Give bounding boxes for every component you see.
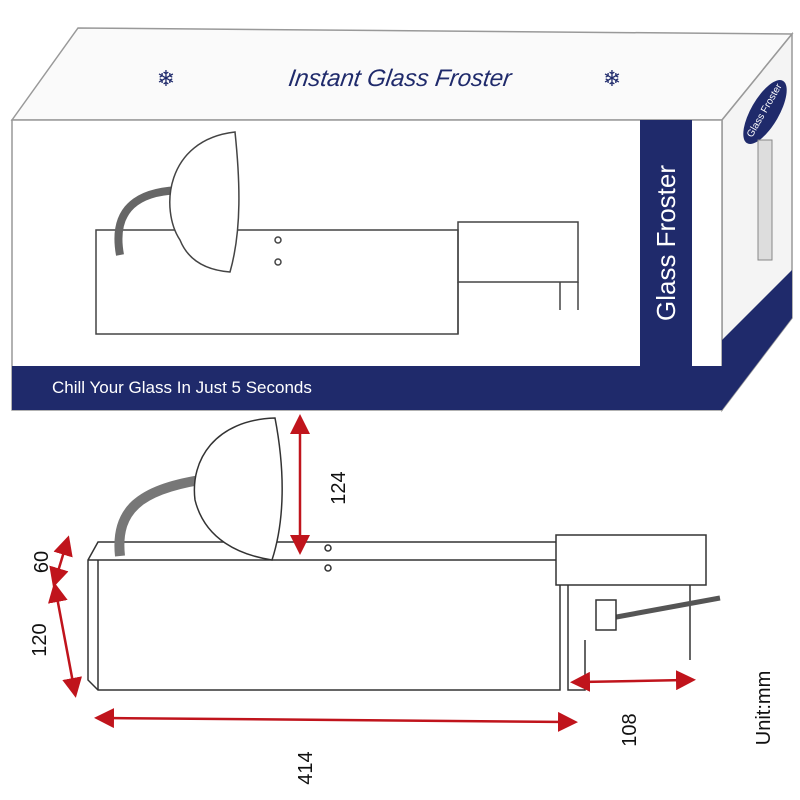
dim-108: 108 xyxy=(619,713,641,746)
box-title: Instant Glass Froster xyxy=(287,65,514,92)
dim-414: 414 xyxy=(295,751,317,784)
side-product-image xyxy=(757,139,773,261)
tagline: Chill Your Glass In Just 5 Seconds xyxy=(52,378,312,397)
product-box: ❄ Instant Glass Froster ❄ Chill Your Gla… xyxy=(10,27,794,413)
dim-60: 60 xyxy=(31,551,53,573)
side-label-band xyxy=(640,120,692,366)
dimension-arrows xyxy=(48,414,696,732)
unit-label: Unit:mm xyxy=(753,671,775,745)
arrow-414 xyxy=(94,708,578,732)
side-label: Glass Froster xyxy=(651,165,681,321)
side-logo-oval xyxy=(743,80,787,144)
tagline-band xyxy=(12,366,722,410)
dim-120: 120 xyxy=(29,623,51,656)
box-product-drawing xyxy=(95,131,579,335)
device-drawing xyxy=(87,417,721,691)
box-front-face xyxy=(11,119,723,411)
snowflake-icon: ❄ xyxy=(157,66,175,91)
arrow-120 xyxy=(48,582,82,698)
arrow-60 xyxy=(49,535,73,588)
arrow-108 xyxy=(570,670,696,692)
snowflake-icon: ❄ xyxy=(603,66,621,91)
side-blue-band xyxy=(722,270,792,410)
dim-124: 124 xyxy=(328,471,350,504)
